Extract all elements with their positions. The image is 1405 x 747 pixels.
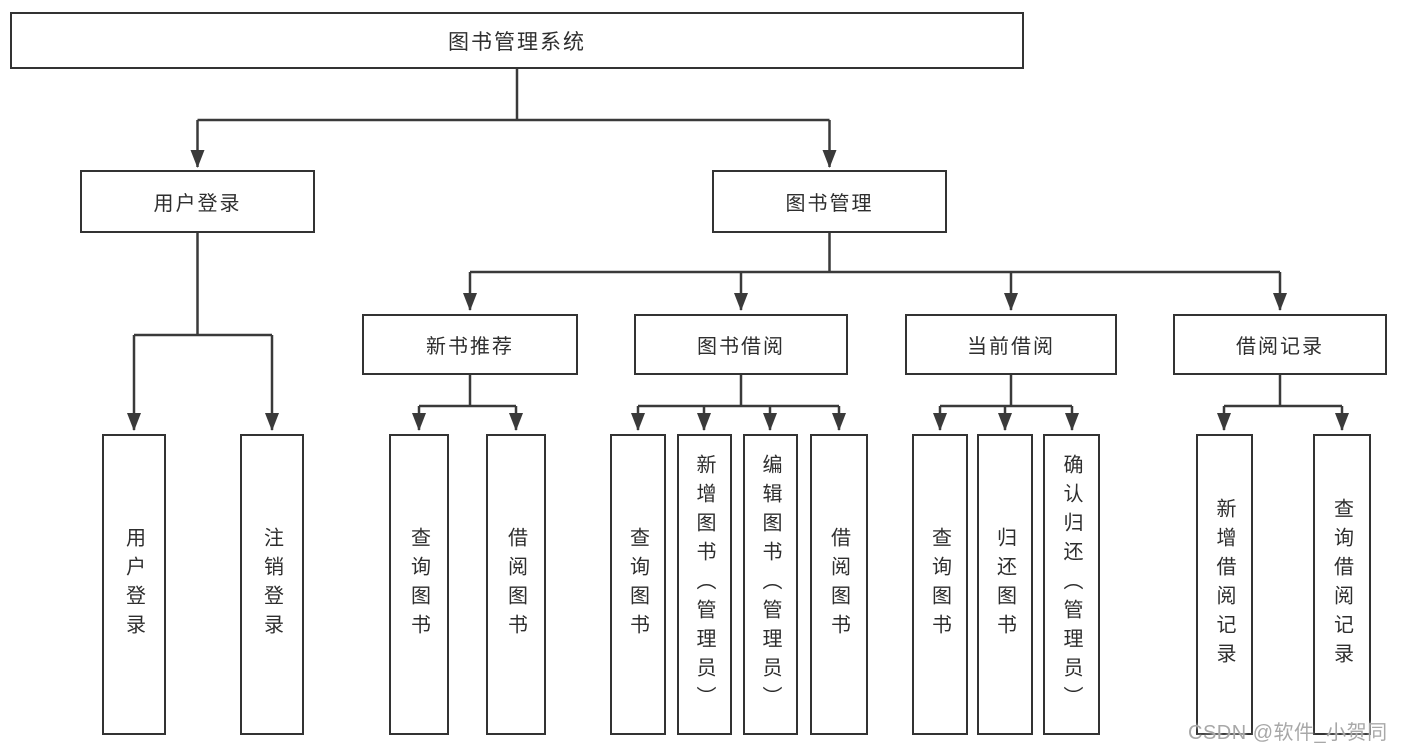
leaf-borrow-books-2: 借阅图书	[810, 434, 868, 735]
node-user-login: 用户登录	[80, 170, 315, 233]
node-borrow-records: 借阅记录	[1173, 314, 1387, 375]
leaf-confirm-return-admin: 确认归还（管理员）	[1043, 434, 1100, 735]
leaf-add-borrow-record: 新增借阅记录	[1196, 434, 1253, 735]
leaf-query-books-1: 查询图书	[389, 434, 449, 735]
leaf-query-books-3: 查询图书	[912, 434, 968, 735]
connector-trunks	[134, 69, 1342, 408]
leaf-borrow-books-1: 借阅图书	[486, 434, 546, 735]
leaf-logout: 注销登录	[240, 434, 304, 735]
node-current-borrow: 当前借阅	[905, 314, 1117, 375]
leaf-add-books-admin: 新增图书（管理员）	[677, 434, 732, 735]
connector-arrows	[127, 120, 1349, 431]
leaf-user-login: 用户登录	[102, 434, 166, 735]
csdn-watermark: CSDN @软件_小贺同学	[1188, 722, 1388, 744]
leaf-return-books: 归还图书	[977, 434, 1033, 735]
node-new-book-recommend: 新书推荐	[362, 314, 578, 375]
leaf-edit-books-admin: 编辑图书（管理员）	[743, 434, 798, 735]
node-root: 图书管理系统	[10, 12, 1024, 69]
node-book-management: 图书管理	[712, 170, 947, 233]
leaf-query-books-2: 查询图书	[610, 434, 666, 735]
leaf-query-borrow-record: 查询借阅记录	[1313, 434, 1371, 735]
node-book-borrow: 图书借阅	[634, 314, 848, 375]
